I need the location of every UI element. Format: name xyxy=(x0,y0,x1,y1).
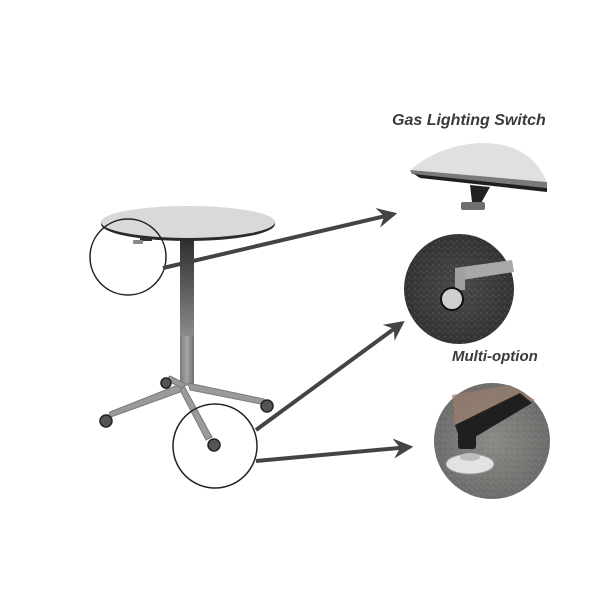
gas-switch-detail xyxy=(410,142,547,210)
zoom-circle-switch xyxy=(89,218,167,296)
callout-arrows xyxy=(162,208,414,463)
caster-wheels xyxy=(99,377,274,452)
glide-foot-detail xyxy=(434,383,550,499)
gas-lighting-switch-label: Gas Lighting Switch xyxy=(392,112,546,129)
standing-table xyxy=(99,206,275,452)
zoom-circle-base xyxy=(172,403,258,489)
caster-wheel-detail xyxy=(404,234,514,344)
multi-option-label: Multi-option xyxy=(452,348,538,365)
